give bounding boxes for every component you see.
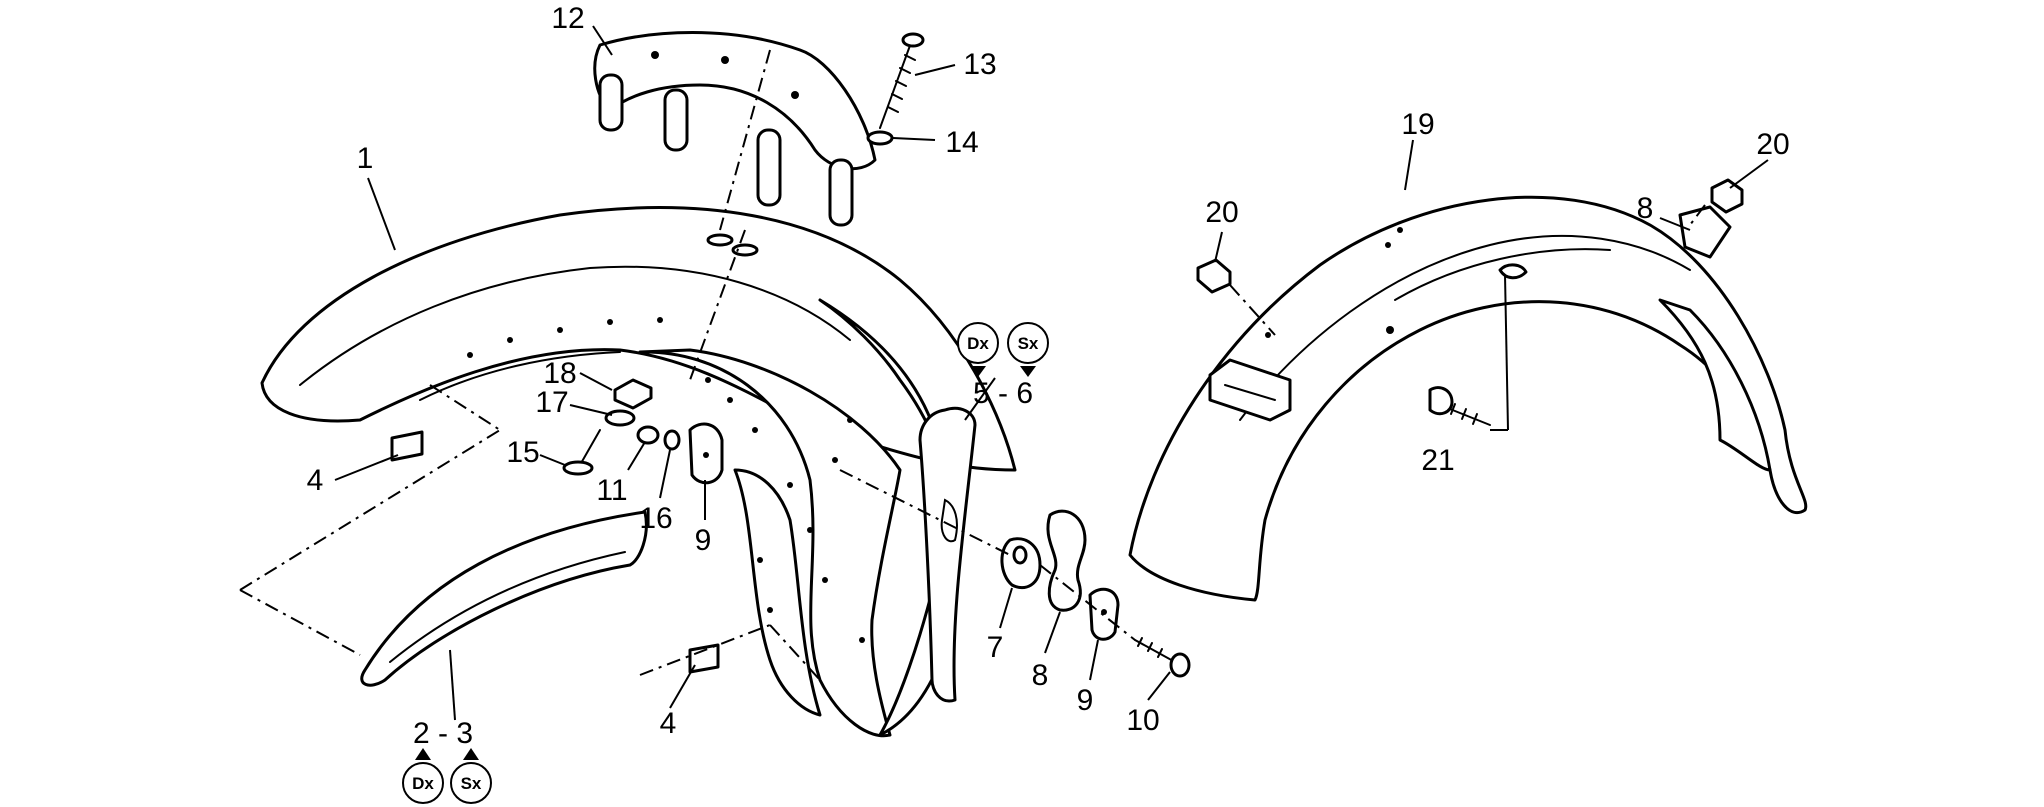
badge-dx-bottom: Dx	[402, 748, 444, 804]
callout-20-left: 20	[1205, 196, 1238, 229]
callout-7: 7	[987, 631, 1004, 664]
callout-9-right: 9	[1077, 684, 1094, 717]
clip-4-upper	[390, 430, 424, 462]
callout-2-3: 2 - 3	[413, 717, 473, 750]
nut-20-left	[1196, 258, 1232, 294]
badge-dx-top: Dx	[957, 322, 999, 377]
callout-4-upper: 4	[307, 464, 324, 497]
callout-5-6: 5 - 6	[973, 377, 1033, 410]
leader-lines	[334, 25, 1769, 721]
badge-dx-top-label: Dx	[967, 334, 989, 353]
nut-18	[613, 378, 653, 410]
screw-15	[562, 429, 601, 476]
gasket-8	[1046, 509, 1087, 612]
callout-12: 12	[551, 2, 584, 35]
callout-19: 19	[1401, 108, 1434, 141]
callout-11: 11	[596, 474, 627, 507]
washer-17	[604, 409, 636, 427]
callout-14: 14	[945, 126, 978, 159]
clip-4-lower	[688, 643, 720, 674]
fork-bracket	[593, 31, 877, 227]
callout-8-right: 8	[1637, 192, 1654, 225]
badge-sx-bottom: Sx	[450, 748, 492, 804]
callouts: 1 12 13 14 4 15 17 18 11 16 9 2 - 3 4 5 …	[307, 2, 1790, 750]
screw-10	[1134, 637, 1191, 678]
nut-20-right	[1710, 178, 1744, 214]
callout-13: 13	[963, 48, 996, 81]
callout-9-left: 9	[695, 524, 712, 557]
nut-11	[636, 425, 660, 445]
grommet-7	[1000, 537, 1042, 590]
trim-strip-5-6	[918, 406, 977, 703]
callout-21: 21	[1421, 444, 1454, 477]
bolt-21	[1428, 386, 1491, 426]
callout-10: 10	[1126, 704, 1159, 737]
screw-13	[879, 32, 925, 129]
callout-1: 1	[357, 142, 374, 175]
washer-14	[866, 130, 894, 146]
badge-sx-top: Sx	[1007, 322, 1049, 377]
badge-sx-top-label: Sx	[1018, 334, 1039, 353]
callout-20-right: 20	[1756, 128, 1789, 161]
badge-dx-bottom-label: Dx	[412, 774, 434, 793]
callout-4-lower: 4	[660, 707, 677, 740]
callout-17: 17	[535, 386, 568, 419]
assembly-lines	[239, 49, 1706, 681]
plate-9-left	[688, 422, 724, 485]
front-fender	[260, 206, 1017, 738]
callout-16: 16	[639, 502, 672, 535]
washer-16	[663, 429, 681, 451]
callout-18: 18	[543, 357, 576, 390]
callout-8-left: 8	[1032, 659, 1049, 692]
rear-fender	[1128, 195, 1808, 602]
callout-15: 15	[506, 436, 539, 469]
badge-sx-bottom-label: Sx	[461, 774, 482, 793]
fender-skirt-2-3	[360, 510, 648, 687]
